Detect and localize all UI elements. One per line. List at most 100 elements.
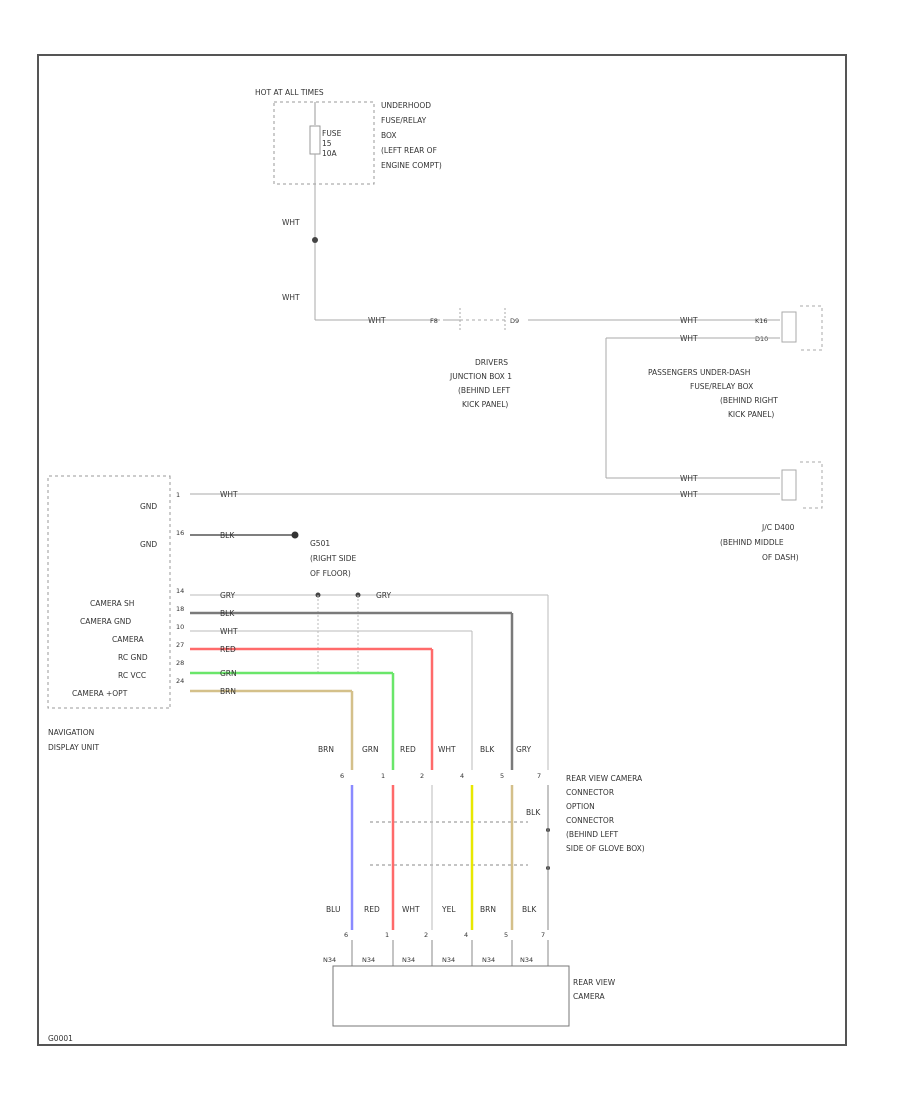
drivers-junction-box: F8 D9 DRIVERS JUNCTION BOX 1 (BEHIND LEF… (430, 308, 519, 409)
svg-text:(BEHIND LEFT: (BEHIND LEFT (566, 830, 619, 839)
svg-text:F8: F8 (430, 317, 438, 325)
junction-connector-d400: J/C D400 (BEHIND MIDDLE OF DASH) (720, 461, 823, 562)
svg-text:CONNECTOR: CONNECTOR (566, 816, 614, 825)
svg-text:2: 2 (424, 931, 428, 939)
svg-text:REAR VIEW CAMERA: REAR VIEW CAMERA (566, 774, 643, 783)
svg-text:KICK PANEL): KICK PANEL) (462, 400, 508, 409)
svg-text:(RIGHT SIDE: (RIGHT SIDE (310, 554, 357, 563)
svg-text:D9: D9 (510, 317, 519, 325)
splice-point (312, 237, 318, 243)
svg-text:OPTION: OPTION (566, 802, 595, 811)
nav-pin-name: CAMERA (112, 635, 144, 644)
svg-text:N34: N34 (520, 956, 533, 964)
svg-text:J/C D400: J/C D400 (761, 523, 795, 532)
svg-text:6: 6 (340, 772, 344, 780)
svg-text:(BEHIND LEFT: (BEHIND LEFT (458, 386, 511, 395)
svg-text:18: 18 (176, 605, 184, 613)
svg-text:16: 16 (176, 529, 184, 537)
navigation-display-unit: GND GND CAMERA SH CAMERA GND CAMERA RC G… (47, 475, 184, 752)
svg-text:CAMERA: CAMERA (573, 992, 605, 1001)
svg-text:2: 2 (420, 772, 424, 780)
svg-text:RED: RED (400, 745, 416, 754)
svg-text:N34: N34 (482, 956, 495, 964)
svg-text:D10: D10 (755, 335, 768, 343)
fuse-symbol (309, 125, 321, 155)
wire-label: GRN (220, 669, 237, 678)
svg-text:SIDE OF GLOVE BOX): SIDE OF GLOVE BOX) (566, 844, 645, 853)
option-connector-label: REAR VIEW CAMERA CONNECTOR OPTION CONNEC… (566, 774, 645, 853)
wire-label: WHT (680, 490, 698, 499)
svg-text:GRY: GRY (516, 745, 532, 754)
svg-text:FUSE/RELAY BOX: FUSE/RELAY BOX (690, 382, 753, 391)
svg-text:1: 1 (385, 931, 389, 939)
wire-label: BLK (220, 609, 235, 618)
svg-text:RED: RED (364, 905, 380, 914)
svg-text:BLK: BLK (480, 745, 495, 754)
svg-text:DRIVERS: DRIVERS (475, 358, 508, 367)
svg-text:4: 4 (464, 931, 468, 939)
svg-text:(BEHIND RIGHT: (BEHIND RIGHT (720, 396, 778, 405)
svg-text:K16: K16 (755, 317, 768, 325)
wire-label: WHT (282, 218, 300, 227)
power-title: HOT AT ALL TIMES (255, 88, 324, 97)
underhood-box-label: UNDERHOOD FUSE/RELAY BOX (LEFT REAR OF E… (381, 101, 442, 170)
svg-text:G501: G501 (310, 539, 330, 548)
option-connector-upper-pins: 6 1 2 4 5 7 (340, 772, 541, 780)
rear-view-camera-box (332, 965, 570, 1027)
svg-text:CONNECTOR: CONNECTOR (566, 788, 614, 797)
svg-text:N34: N34 (323, 956, 336, 964)
wire-label: WHT (680, 316, 698, 325)
svg-text:7: 7 (537, 772, 541, 780)
svg-text:FUSE/RELAY: FUSE/RELAY (381, 116, 427, 125)
option-connector-lower-pins: 6 1 2 4 5 7 (344, 931, 545, 939)
diagram-code: G0001 (48, 1034, 73, 1043)
svg-text:28: 28 (176, 659, 184, 667)
nav-pin-name: CAMERA GND (80, 617, 131, 626)
svg-text:(LEFT REAR OF: (LEFT REAR OF (381, 146, 437, 155)
svg-text:BLU: BLU (326, 905, 340, 914)
option-connector-shell (370, 821, 528, 866)
wire-label: WHT (680, 474, 698, 483)
wire-label: WHT (680, 334, 698, 343)
nav-pin-name: CAMERA +OPT (72, 689, 128, 698)
svg-text:NAVIGATION: NAVIGATION (48, 728, 94, 737)
nav-pin-name: RC GND (118, 653, 148, 662)
option-connector-lower-colors: BLU RED WHT YEL BRN BLK (326, 905, 537, 914)
wire-label: GRY (376, 591, 392, 600)
svg-text:YEL: YEL (441, 905, 456, 914)
svg-text:1: 1 (381, 772, 385, 780)
diagram-border (37, 54, 847, 1046)
wire-label: WHT (220, 490, 238, 499)
wire-label: WHT (368, 316, 386, 325)
svg-text:JUNCTION BOX 1: JUNCTION BOX 1 (449, 372, 512, 381)
ground-point (291, 531, 299, 539)
svg-text:DISPLAY UNIT: DISPLAY UNIT (48, 743, 99, 752)
camera-pins: N34 N34 N34 N34 N34 N34 (323, 956, 533, 964)
wire-label: BLK (220, 531, 235, 540)
wire-label: BRN (220, 687, 236, 696)
svg-text:24: 24 (176, 677, 184, 685)
side-wire-label: BLK (526, 808, 541, 817)
svg-text:7: 7 (541, 931, 545, 939)
wire-label: WHT (282, 293, 300, 302)
svg-text:ENGINE COMPT): ENGINE COMPT) (381, 161, 442, 170)
svg-text:OF FLOOR): OF FLOOR) (310, 569, 351, 578)
svg-text:N34: N34 (442, 956, 455, 964)
underhood-box-outline (273, 101, 375, 185)
svg-text:N34: N34 (362, 956, 375, 964)
svg-text:5: 5 (500, 772, 504, 780)
nav-pin-name: GND (140, 540, 157, 549)
svg-text:WHT: WHT (402, 905, 420, 914)
svg-text:OF DASH): OF DASH) (762, 553, 799, 562)
rear-view-camera-label: REAR VIEW CAMERA (573, 978, 616, 1001)
svg-text:GRN: GRN (362, 745, 379, 754)
svg-text:5: 5 (504, 931, 508, 939)
nav-pin-name: GND (140, 502, 157, 511)
svg-text:14: 14 (176, 587, 184, 595)
svg-text:BRN: BRN (480, 905, 496, 914)
fuse-amp: 10A (322, 149, 338, 158)
svg-text:PASSENGERS UNDER-DASH: PASSENGERS UNDER-DASH (648, 368, 750, 377)
svg-text:BRN: BRN (318, 745, 334, 754)
fuse-number: 15 (322, 139, 332, 148)
